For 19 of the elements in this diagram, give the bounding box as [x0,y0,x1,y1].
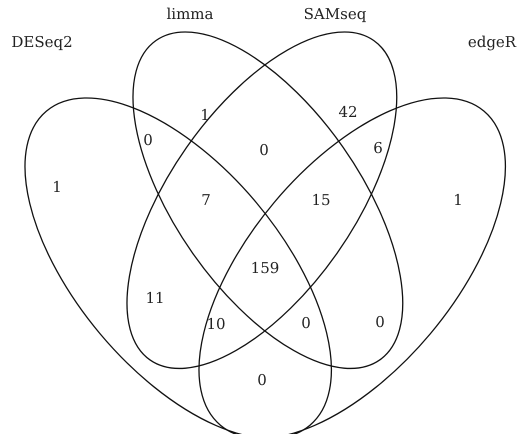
count-label: 0 [301,314,311,332]
count-label: 15 [311,192,331,208]
count-label: 159 [250,260,280,276]
set-label: edgeR [468,34,516,50]
count-label: 6 [373,140,383,156]
set-label: SAMseq [304,6,366,22]
count-label: 1 [52,178,62,196]
count-label: 0 [257,372,267,388]
count-label: 1 [453,192,463,208]
count-label: 42 [338,104,358,120]
set-label: DESeq2 [11,34,73,50]
count-label: 0 [259,142,269,158]
count-label: 0 [143,132,153,148]
set-label: limma [166,6,214,22]
count-label: 11 [145,290,165,306]
count-label: 0 [375,314,385,330]
count-label: 7 [201,192,211,208]
count-label: 1 [200,106,210,124]
count-label: 10 [206,316,226,332]
